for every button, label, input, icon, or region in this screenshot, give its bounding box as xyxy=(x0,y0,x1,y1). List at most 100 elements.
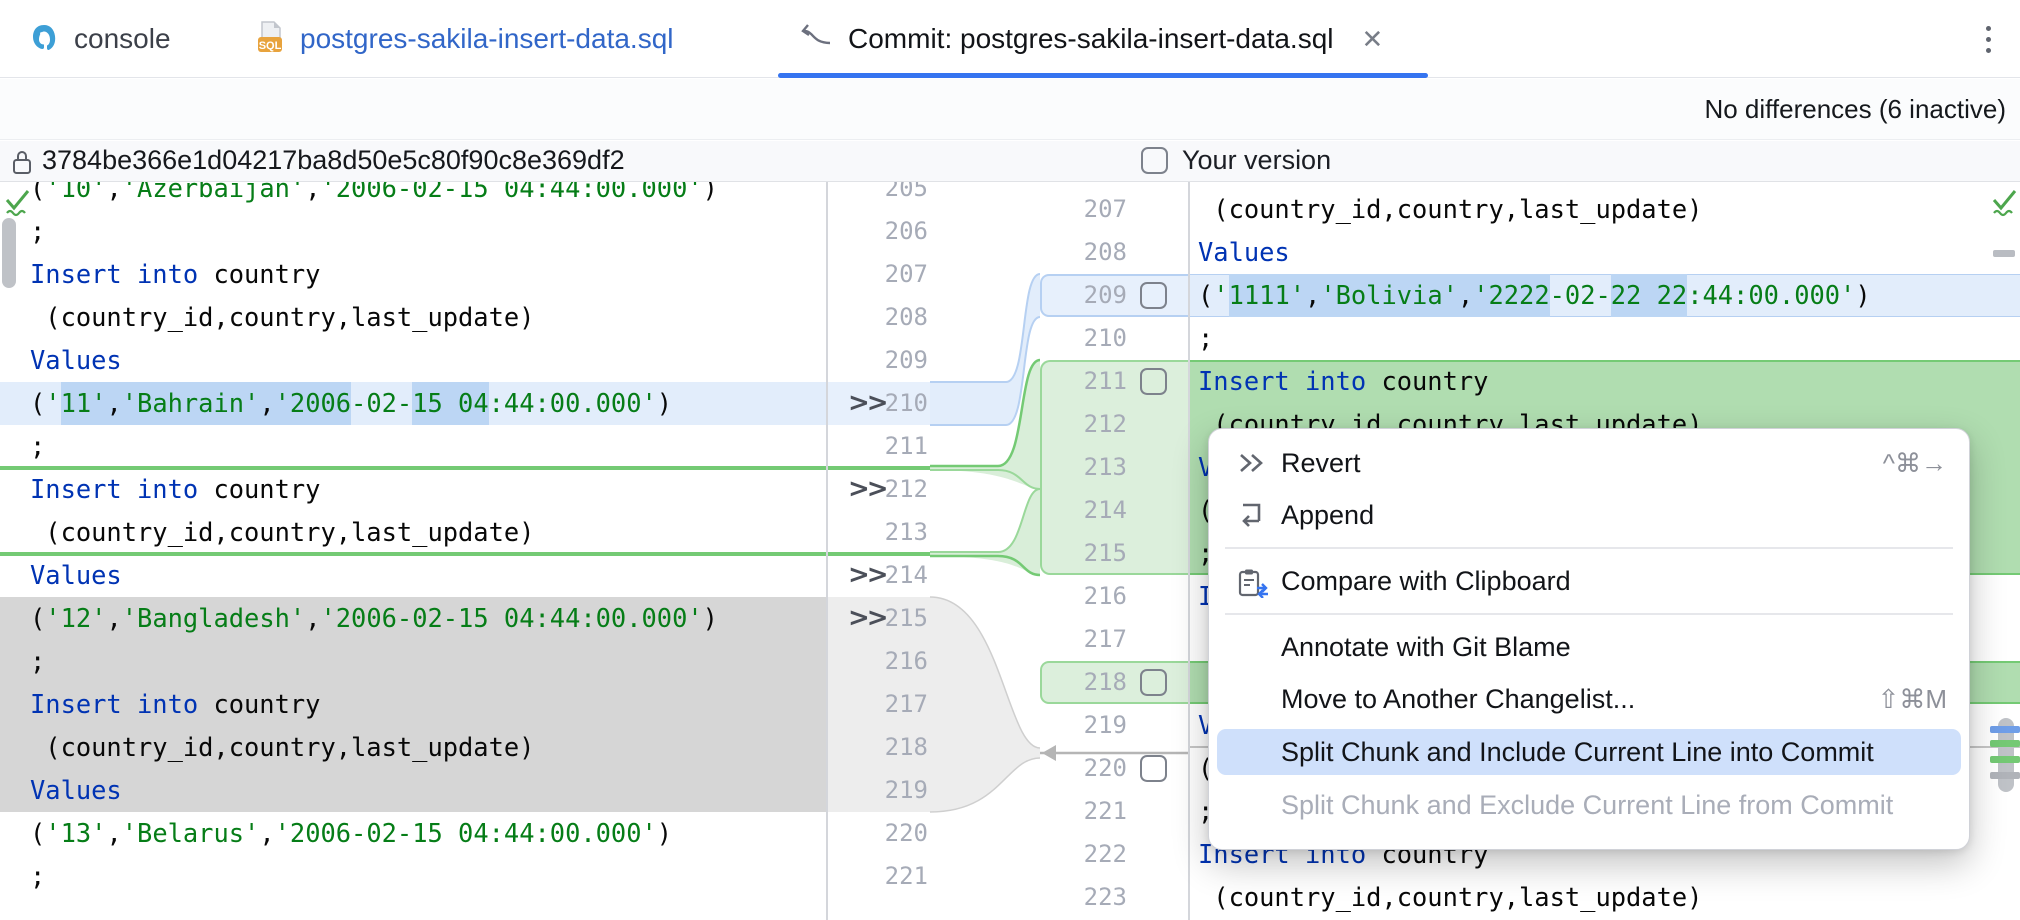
right-line-number: 208 xyxy=(1083,238,1127,266)
left-line-number: 205 xyxy=(884,182,928,202)
menu-item[interactable]: Move to Another Changelist... ⇧⌘M xyxy=(1209,673,1969,725)
left-line-number: 221 xyxy=(884,862,928,890)
menu-item: Split Chunk and Exclude Current Line fro… xyxy=(1209,779,1969,831)
word-diff-highlight xyxy=(412,382,489,425)
menu-item-label: Append xyxy=(1281,499,1375,530)
code-line: ; xyxy=(30,861,46,891)
right-line-number: 219 xyxy=(1083,711,1127,739)
right-line-number: 216 xyxy=(1083,582,1127,610)
excluded-chunk-gutter xyxy=(826,597,930,812)
left-line-number: 218 xyxy=(884,733,928,761)
stripe-mark-green xyxy=(1990,740,2020,747)
code-line: Values xyxy=(1198,237,1290,267)
apply-chunk-chevron-icon[interactable]: >> xyxy=(848,388,889,418)
menu-item-label: Split Chunk and Include Current Line int… xyxy=(1281,736,1874,767)
close-icon[interactable]: ✕ xyxy=(1361,23,1384,54)
code-line: Insert into country xyxy=(30,259,321,289)
revision-hash: 3784be366e1d04217ba8d50e5c80f90c8e369df2 xyxy=(42,145,625,175)
left-line-number: 212 xyxy=(884,475,928,503)
stripe-mark xyxy=(1993,250,2015,257)
revert-chevrons-icon xyxy=(1235,450,1269,476)
your-version-label: Your version xyxy=(1182,145,1332,175)
menu-separator xyxy=(1225,613,1953,615)
chunk-include-checkbox[interactable] xyxy=(1140,368,1167,395)
diff-chunk-bridges xyxy=(929,273,1188,813)
code-line: (country_id,country,last_update) xyxy=(1198,194,1703,224)
green-chunk-band xyxy=(1040,661,1188,704)
code-line: (country_id,country,last_update) xyxy=(1198,882,1703,912)
left-line-number: 213 xyxy=(884,518,928,546)
kebab-menu-icon[interactable] xyxy=(1974,16,2002,62)
inspections-ok-icon xyxy=(3,188,31,223)
menu-item-shortcut: ^⌘→ xyxy=(1882,447,1947,478)
code-line: Values xyxy=(30,560,122,590)
left-line-number: 208 xyxy=(884,303,928,331)
right-line-number: 214 xyxy=(1083,496,1127,524)
menu-item[interactable]: Compare with Clipboard xyxy=(1209,555,1969,607)
chunk-include-checkbox[interactable] xyxy=(1140,282,1167,309)
left-pane-divider xyxy=(826,182,828,920)
right-line-number: 218 xyxy=(1083,668,1127,696)
menu-item[interactable]: Revert^⌘→ xyxy=(1209,437,1969,489)
blue-chunk-band xyxy=(1040,274,1188,317)
menu-item-label: Compare with Clipboard xyxy=(1281,565,1571,596)
code-line: ; xyxy=(1198,323,1214,353)
right-line-number: 222 xyxy=(1083,840,1127,868)
right-line-number: 223 xyxy=(1083,883,1127,911)
right-pane-divider xyxy=(1188,182,1190,920)
tab-sql-file-label: postgres-sakila-insert-data.sql xyxy=(300,23,674,54)
left-line-number: 216 xyxy=(884,647,928,675)
code-line: ('11','Bahrain','2006-02-15 04:44:00.000… xyxy=(30,388,673,418)
left-line-number: 220 xyxy=(884,819,928,847)
tab-console[interactable]: console xyxy=(28,0,171,78)
code-line: Insert into country xyxy=(30,474,321,504)
left-line-number: 209 xyxy=(884,346,928,374)
diff-status-text: No differences (6 inactive) xyxy=(1704,93,2006,124)
code-line: ('13','Belarus','2006-02-15 04:44:00.000… xyxy=(30,818,673,848)
stripe-mark-blue xyxy=(1990,726,2020,733)
left-editor-scrollbar-thumb[interactable] xyxy=(2,218,16,288)
menu-item[interactable]: Annotate with Git Blame xyxy=(1209,621,1969,673)
insertion-marker-line xyxy=(0,466,930,470)
tab-commit[interactable]: Commit: postgres-sakila-insert-data.sql … xyxy=(800,0,1383,78)
right-line-number: 217 xyxy=(1083,625,1127,653)
tab-sql-file[interactable]: SQL postgres-sakila-insert-data.sql xyxy=(254,0,674,78)
lock-icon xyxy=(10,147,34,182)
code-line: Values xyxy=(30,775,122,805)
postgres-elephant-icon xyxy=(28,21,60,58)
code-line: (country_id,country,last_update) xyxy=(30,732,535,762)
chunk-include-checkbox[interactable] xyxy=(1140,755,1167,782)
append-icon xyxy=(1235,502,1269,528)
word-diff-highlight xyxy=(1228,274,1550,317)
left-line-number: 206 xyxy=(884,217,928,245)
right-line-number: 211 xyxy=(1083,367,1127,395)
word-diff-highlight xyxy=(60,382,352,425)
apply-chunk-chevron-icon[interactable]: >> xyxy=(848,603,889,633)
left-line-number: 214 xyxy=(884,561,928,589)
right-line-number: 209 xyxy=(1083,281,1127,309)
stripe-mark-green xyxy=(1990,756,2020,763)
menu-item-shortcut: ⇧⌘M xyxy=(1877,683,1947,714)
inspections-ok-icon xyxy=(1990,188,2018,223)
apply-chunk-chevron-icon[interactable]: >> xyxy=(848,560,889,590)
menu-separator xyxy=(1225,547,1953,549)
chunk-include-checkbox[interactable] xyxy=(1140,669,1167,696)
stripe-mark-gray xyxy=(1990,772,2020,779)
code-line: ('10','Azerbaijan','2006-02-15 04:44:00.… xyxy=(30,182,718,203)
insertion-marker-line xyxy=(0,552,930,556)
left-line-number: 217 xyxy=(884,690,928,718)
your-version-checkbox[interactable] xyxy=(1141,147,1168,174)
revision-bar: 3784be366e1d04217ba8d50e5c80f90c8e369df2… xyxy=(0,141,2020,182)
code-line: Insert into country xyxy=(1198,366,1489,396)
right-line-number: 221 xyxy=(1083,797,1127,825)
code-line: (country_id,country,last_update) xyxy=(30,302,535,332)
left-line-number: 207 xyxy=(884,260,928,288)
menu-item[interactable]: Split Chunk and Include Current Line int… xyxy=(1217,729,1961,775)
menu-item[interactable]: Append xyxy=(1209,489,1969,541)
menu-item-label: Move to Another Changelist... xyxy=(1281,683,1636,714)
code-line: ; xyxy=(30,431,46,461)
apply-chunk-chevron-icon[interactable]: >> xyxy=(848,474,889,504)
excluded-chunk-background xyxy=(0,597,826,812)
code-line: ('12','Bangladesh','2006-02-15 04:44:00.… xyxy=(30,603,718,633)
